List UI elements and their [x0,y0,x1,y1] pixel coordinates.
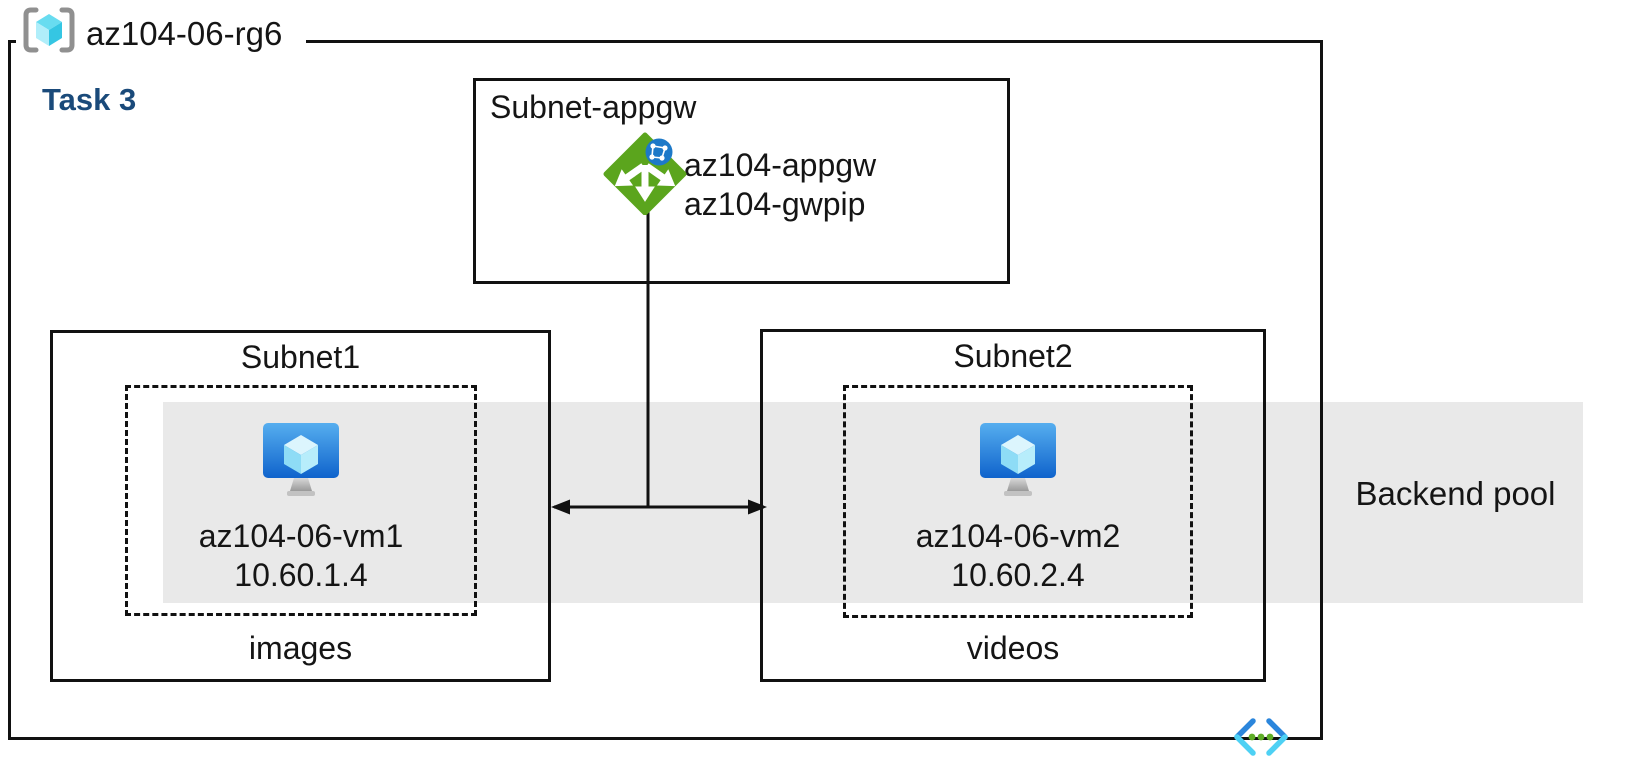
subnet1-box: Subnet1 [50,330,551,682]
virtual-network-icon [1234,718,1288,756]
subnet-appgw-label: Subnet-appgw [490,89,697,125]
subnet2-box: Subnet2 [760,329,1266,682]
resource-group-title: az104-06-rg6 [86,15,283,52]
vm2-name: az104-06-vm2 [915,518,1121,554]
resource-group-icon [23,7,75,53]
virtual-machine-icon [263,423,339,496]
appgw-public-ip: az104-gwpip [684,186,866,222]
subnet-appgw-box: Subnet-appgw [473,78,1010,284]
appgw-labels: az104-appgw az104-gwpip [684,146,876,224]
application-gateway-icon [603,132,687,215]
backend-pool-band [163,402,1583,603]
subnet1-caption: images [248,630,353,666]
subnet1-backend-dashed-box [125,385,477,616]
vm2-text: az104-06-vm2 10.60.2.4 [843,517,1193,595]
resource-group-box [8,40,1323,740]
backend-pool-label: Backend pool [1355,474,1556,512]
subnet2-label: Subnet2 [953,338,1073,374]
appgw-name: az104-appgw [684,147,877,183]
subnet2-backend-dashed-box [843,385,1193,618]
subnet1-label: Subnet1 [240,339,361,375]
virtual-machine-icon [980,423,1056,496]
task-label: Task 3 [42,82,137,117]
vm2-ip: 10.60.2.4 [951,557,1085,593]
globe-icon [645,138,673,166]
subnet2-caption: videos [966,630,1060,666]
vm1-name: az104-06-vm1 [198,518,404,554]
vm1-ip: 10.60.1.4 [234,557,368,593]
vm1-text: az104-06-vm1 10.60.1.4 [125,517,477,595]
